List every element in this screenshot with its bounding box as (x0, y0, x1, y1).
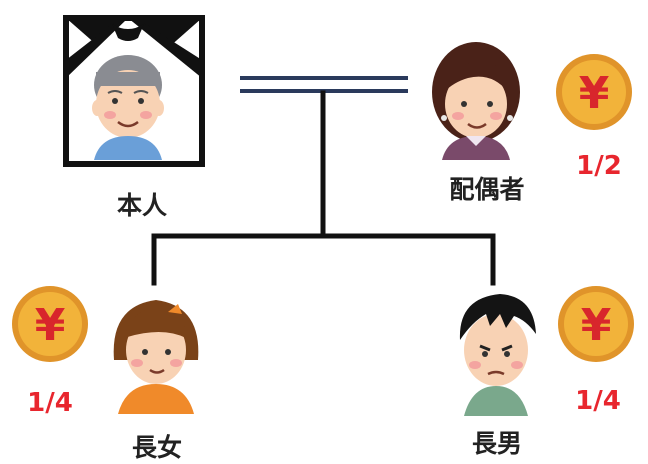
daughter-share: 1/4 (27, 388, 73, 418)
svg-text:¥: ¥ (581, 300, 612, 351)
spouse-share: 1/2 (576, 151, 622, 181)
spouse-yen-coin-icon: ¥ (556, 54, 632, 130)
deceased-portrait-icon (63, 15, 205, 167)
son-icon (459, 294, 536, 416)
daughter-yen-coin-icon: ¥ (12, 286, 88, 362)
svg-text:¥: ¥ (35, 300, 66, 351)
daughter-icon (113, 300, 199, 414)
spouse-label: 配偶者 (449, 175, 524, 204)
spouse-icon (432, 42, 520, 160)
son-yen-coin-icon: ¥ (558, 286, 634, 362)
children-branch-lines (151, 90, 496, 286)
svg-text:¥: ¥ (579, 68, 610, 119)
son-share: 1/4 (575, 386, 621, 416)
daughter-label: 長女 (132, 433, 182, 462)
marriage-line (240, 76, 408, 93)
deceased-label: 本人 (117, 191, 167, 220)
son-label: 長男 (472, 429, 522, 458)
